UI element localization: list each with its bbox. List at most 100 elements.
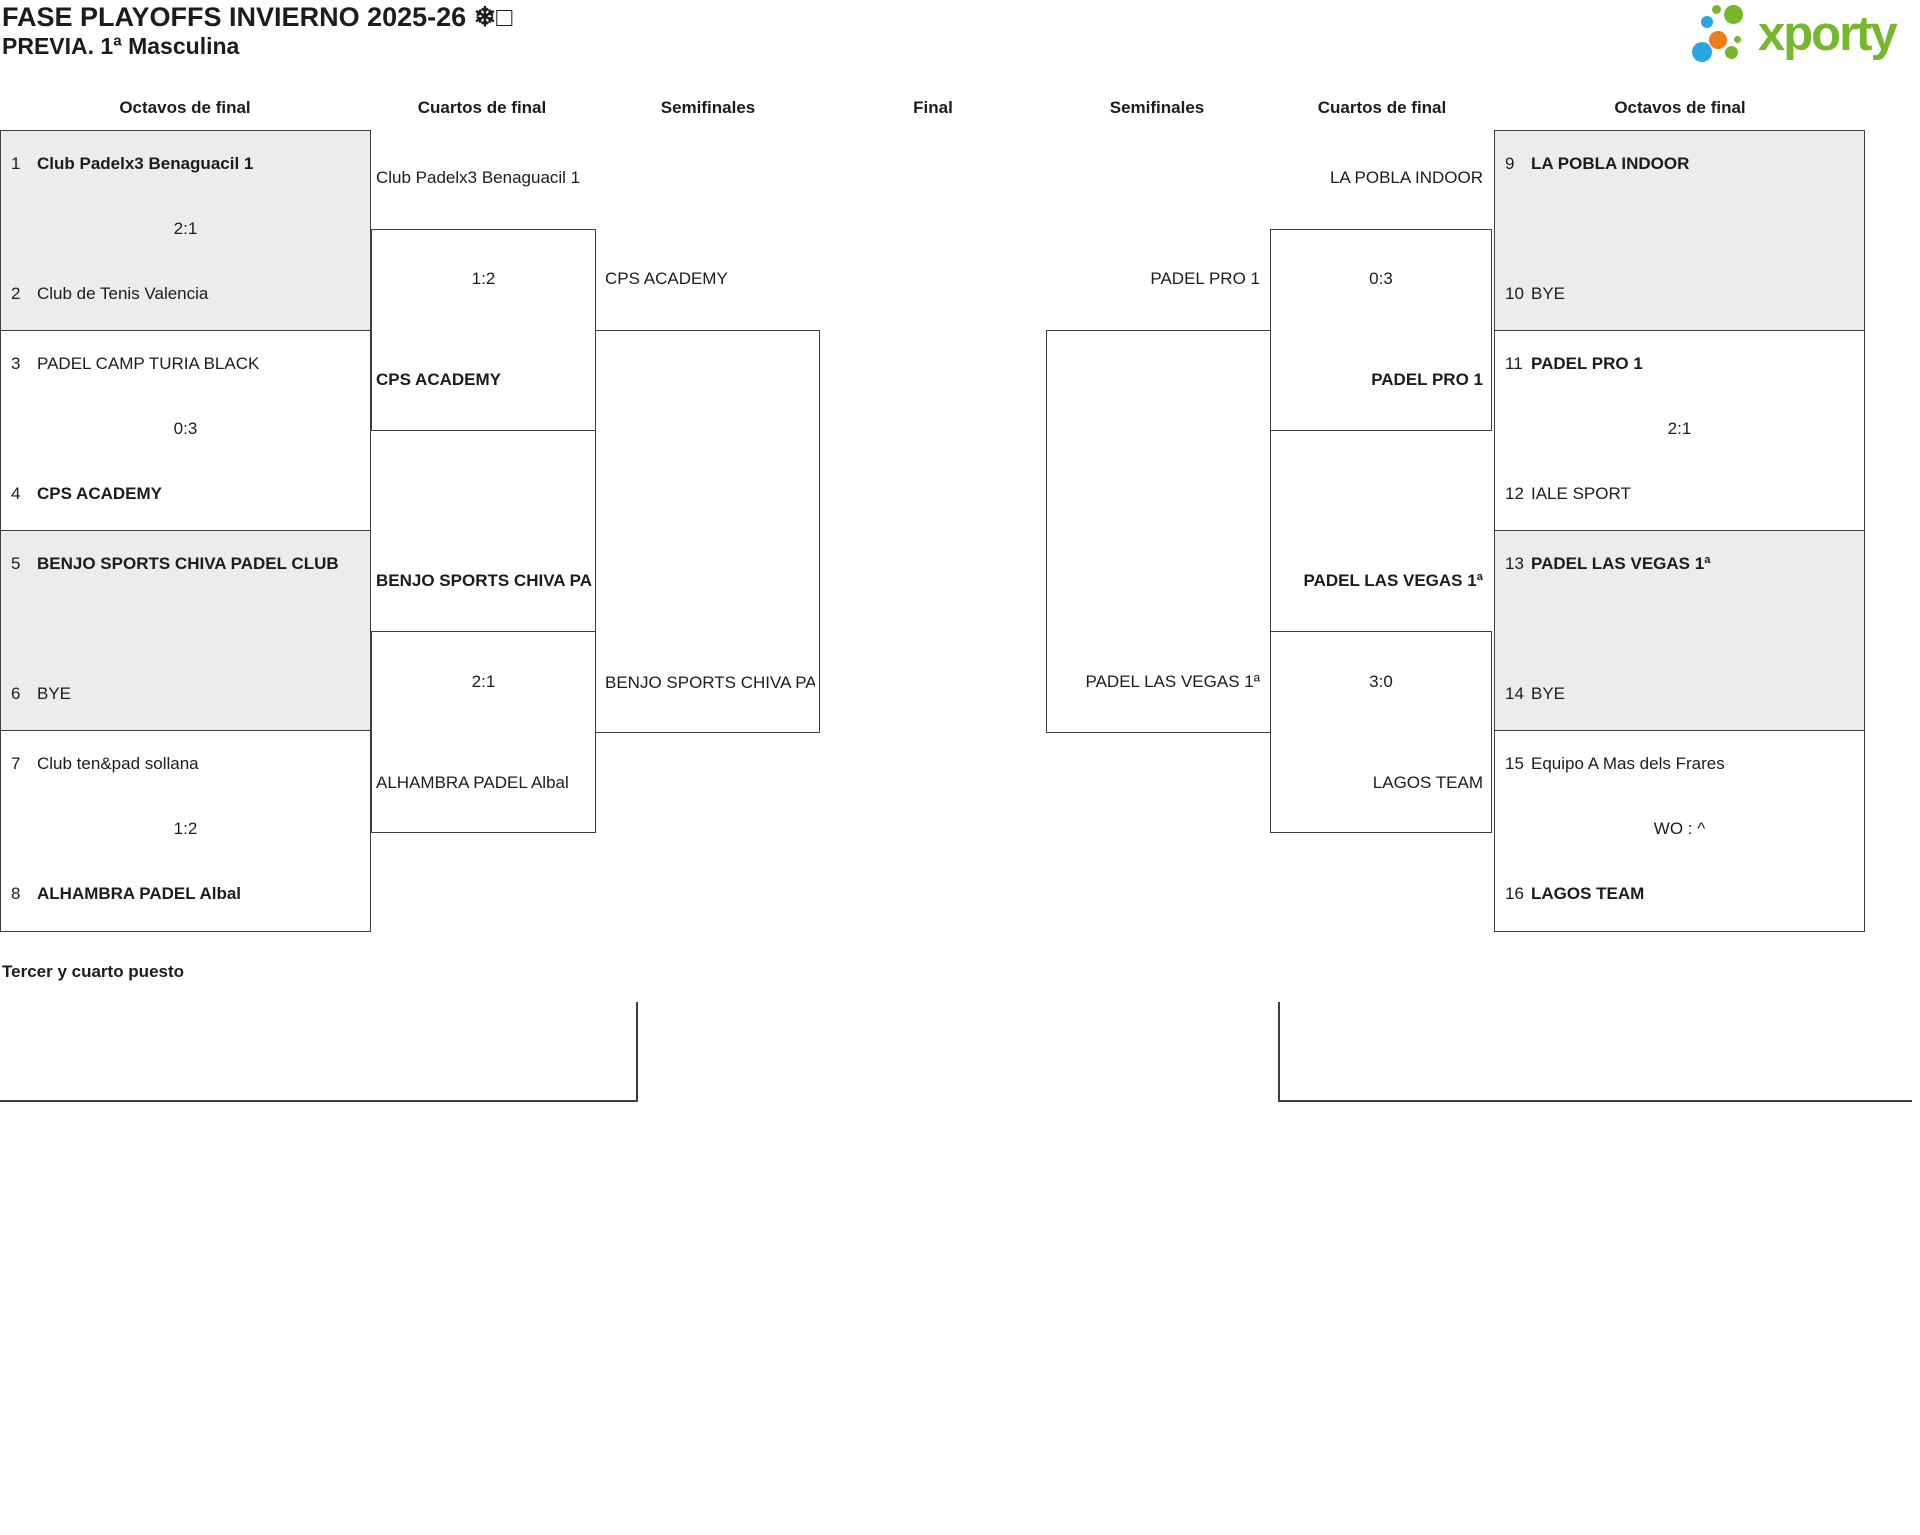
team-name: BENJO SPORTS CHIVA PADEL CLUB <box>605 673 815 692</box>
team-row: 1 Club Padelx3 Benaguacil 1 <box>11 151 364 177</box>
team-seed: 11 <box>1505 354 1523 373</box>
match-box-octavos-5[interactable]: 9 LA POBLA INDOOR 10 BYE <box>1494 130 1865 331</box>
team-row: 9 LA POBLA INDOOR <box>1505 151 1858 177</box>
team-name: PADEL CAMP TURIA BLACK <box>37 354 260 373</box>
team-name: Club de Tenis Valencia <box>37 284 209 303</box>
team-seed: 14 <box>1505 684 1524 703</box>
team-name: Equipo A Mas dels Frares <box>1531 754 1725 773</box>
page-subtitle: PREVIA. 1ª Masculina <box>2 33 240 59</box>
team-seed: 8 <box>11 884 21 903</box>
team-row: 16 LAGOS TEAM <box>1505 881 1858 907</box>
team-seed: 15 <box>1505 754 1524 773</box>
logo-dot-icon <box>1692 42 1712 62</box>
match-score: 0:3 <box>173 419 198 438</box>
round-header-final: Final <box>913 98 953 117</box>
match-score: 0:3 <box>1369 269 1393 288</box>
match-box-octavos-3[interactable]: 5 BENJO SPORTS CHIVA PADEL CLUB 6 BYE <box>0 530 371 731</box>
team-row: 2 Club de Tenis Valencia <box>11 281 364 307</box>
team-row: 6 BYE <box>11 681 364 707</box>
team-name: CPS ACADEMY <box>376 370 501 389</box>
match-score: 2:1 <box>471 672 496 691</box>
team-name: PADEL PRO 1 <box>1371 370 1483 389</box>
match-box-semi-left[interactable] <box>595 330 820 733</box>
team-seed: 5 <box>11 554 21 573</box>
team-name: Club Padelx3 Benaguacil 1 <box>37 154 254 173</box>
team-seed: 16 <box>1505 884 1524 903</box>
logo-dot-icon <box>1712 5 1721 14</box>
team-row: 10 BYE <box>1505 281 1858 307</box>
team-name: BYE <box>37 684 72 703</box>
match-score <box>1495 216 1864 242</box>
third-place-bracket-right <box>1278 1002 1912 1102</box>
match-score <box>1 616 370 642</box>
match-score: 1:2 <box>173 819 198 838</box>
team-seed: 6 <box>11 684 21 703</box>
logo-dot-icon <box>1725 46 1738 59</box>
round-header-semis-left: Semifinales <box>660 98 756 117</box>
match-box-cuartos-right-2[interactable] <box>1270 631 1492 833</box>
match-score <box>1495 616 1864 642</box>
team-name: BYE <box>1531 284 1566 303</box>
round-header-semis-right: Semifinales <box>1109 98 1205 117</box>
team-name: ALHAMBRA PADEL Albal <box>376 773 569 792</box>
team-row: 11 PADEL PRO 1 <box>1505 351 1858 377</box>
team-seed: 4 <box>11 484 21 503</box>
match-box-cuartos-left-2[interactable] <box>371 631 596 833</box>
team-name: PADEL PRO 1 <box>1150 269 1260 288</box>
match-box-semi-right[interactable] <box>1046 330 1271 733</box>
match-box-cuartos-right-1[interactable] <box>1270 229 1492 431</box>
team-row: 14 BYE <box>1505 681 1858 707</box>
team-seed: 10 <box>1505 284 1524 303</box>
team-name: CPS ACADEMY <box>37 484 162 503</box>
logo-dot-icon <box>1734 36 1741 43</box>
team-row: 8 ALHAMBRA PADEL Albal <box>11 881 364 907</box>
team-name: BENJO SPORTS CHIVA PADEL CLUB <box>376 571 592 590</box>
match-box-octavos-1[interactable]: 1 Club Padelx3 Benaguacil 1 2:1 2 Club de … <box>0 130 371 331</box>
team-seed: 2 <box>11 284 21 303</box>
match-box-octavos-2[interactable]: 3 PADEL CAMP TURIA BLACK 0:3 4 CPS ACADEMY <box>0 330 371 531</box>
team-name: BYE <box>1531 684 1566 703</box>
team-name: BENJO SPORTS CHIVA PADEL CLUB <box>37 554 339 573</box>
third-place-title: Tercer y cuarto puesto <box>2 962 185 981</box>
team-name: LAGOS TEAM <box>1372 773 1483 792</box>
xporty-logo[interactable]: xporty <box>1680 0 1918 70</box>
round-header-octavos-left: Octavos de final <box>119 98 251 117</box>
team-name: LA POBLA INDOOR <box>1329 168 1483 187</box>
team-name: PADEL LAS VEGAS 1ª <box>1531 554 1711 573</box>
logo-dot-icon <box>1724 5 1743 24</box>
logo-wordmark: xporty <box>1758 7 1898 61</box>
team-name: LA POBLA INDOOR <box>1531 154 1690 173</box>
team-row: 15 Equipo A Mas dels Frares <box>1505 751 1858 777</box>
team-name: PADEL LAS VEGAS 1ª <box>1303 571 1483 590</box>
team-seed: 1 <box>11 154 21 173</box>
round-header-cuartos-right: Cuartos de final <box>1317 98 1447 117</box>
logo-dot-icon <box>1701 16 1713 28</box>
match-score: 1:2 <box>471 269 496 288</box>
team-seed: 3 <box>11 354 21 373</box>
team-seed: 12 <box>1505 484 1524 503</box>
team-name: Club ten&pad sollana <box>37 754 199 773</box>
team-seed: 9 <box>1505 154 1515 173</box>
match-score: 2:1 <box>173 219 198 238</box>
team-name: LAGOS TEAM <box>1531 884 1645 903</box>
team-name: PADEL LAS VEGAS 1ª <box>1085 672 1260 691</box>
team-name: PADEL PRO 1 <box>1531 354 1643 373</box>
team-name: ALHAMBRA PADEL Albal <box>37 884 241 903</box>
team-name: CPS ACADEMY <box>605 269 728 288</box>
logo-dot-icon <box>1709 31 1727 49</box>
team-row: 4 CPS ACADEMY <box>11 481 364 507</box>
third-place-bracket-left <box>0 1002 638 1102</box>
page-title: FASE PLAYOFFS INVIERNO 2025-26 ❄□ <box>2 2 513 32</box>
team-row: 5 BENJO SPORTS CHIVA PADEL CLUB <box>11 551 364 577</box>
team-row: 3 PADEL CAMP TURIA BLACK <box>11 351 364 377</box>
match-score: 3:0 <box>1369 672 1393 691</box>
team-name: Club Padelx3 Benaguacil 1 <box>376 168 581 187</box>
match-box-cuartos-left-1[interactable] <box>371 229 596 431</box>
